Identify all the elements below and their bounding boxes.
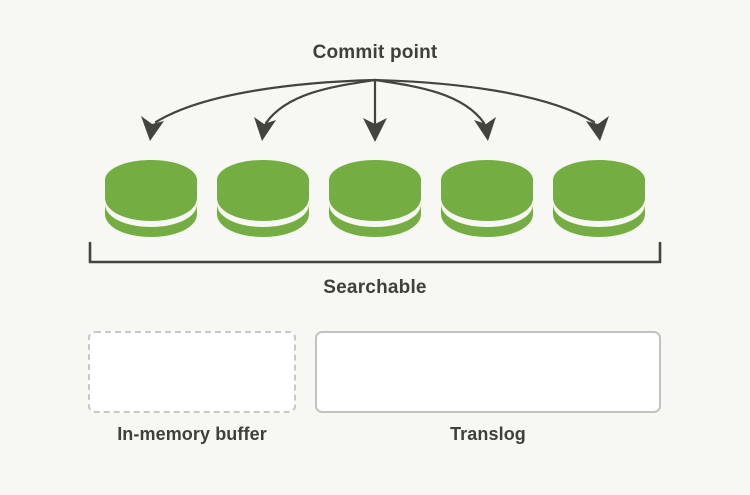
searchable-label: Searchable [323, 277, 427, 298]
disc-bottom [105, 204, 197, 237]
segment-4[interactable] [441, 160, 533, 238]
disc-middle [105, 185, 197, 221]
disc-top [441, 160, 533, 211]
disc-top [329, 160, 421, 211]
arrow-to-segment-4-line [373, 78, 486, 125]
segment-2[interactable] [217, 160, 309, 238]
arrow-to-segment-5-head [586, 116, 609, 141]
bracket-path [88, 241, 662, 264]
disc-top [553, 160, 645, 211]
commit-point-label: Commit point [312, 42, 438, 63]
arrow-to-segment-4-head [474, 117, 496, 141]
disc-bottom [217, 204, 309, 237]
translog-box[interactable] [315, 331, 661, 413]
disc-bottom [553, 204, 645, 237]
arrow-to-segment-1-line [154, 78, 377, 124]
in-memory-buffer-label: In-memory buffer [117, 424, 267, 444]
segment-5[interactable] [553, 160, 645, 238]
arrow-to-segment-2-line [264, 78, 377, 125]
in-memory-buffer-box[interactable] [88, 331, 296, 413]
arrow-to-segment-3-head [363, 118, 387, 142]
translog-label: Translog [450, 424, 526, 444]
arrow-to-segment-1-head [141, 116, 164, 141]
disc-top [105, 160, 197, 211]
disc-bottom [329, 204, 421, 237]
disc-top [217, 160, 309, 211]
segment-3[interactable] [329, 160, 421, 238]
segment-1[interactable] [105, 160, 197, 238]
arrow-to-segment-5-line [373, 78, 596, 124]
disc-middle [329, 185, 421, 221]
disc-bottom [441, 204, 533, 237]
disc-middle [553, 185, 645, 221]
disc-middle [217, 185, 309, 221]
arrow-to-segment-2-head [254, 117, 276, 141]
disc-middle [441, 185, 533, 221]
